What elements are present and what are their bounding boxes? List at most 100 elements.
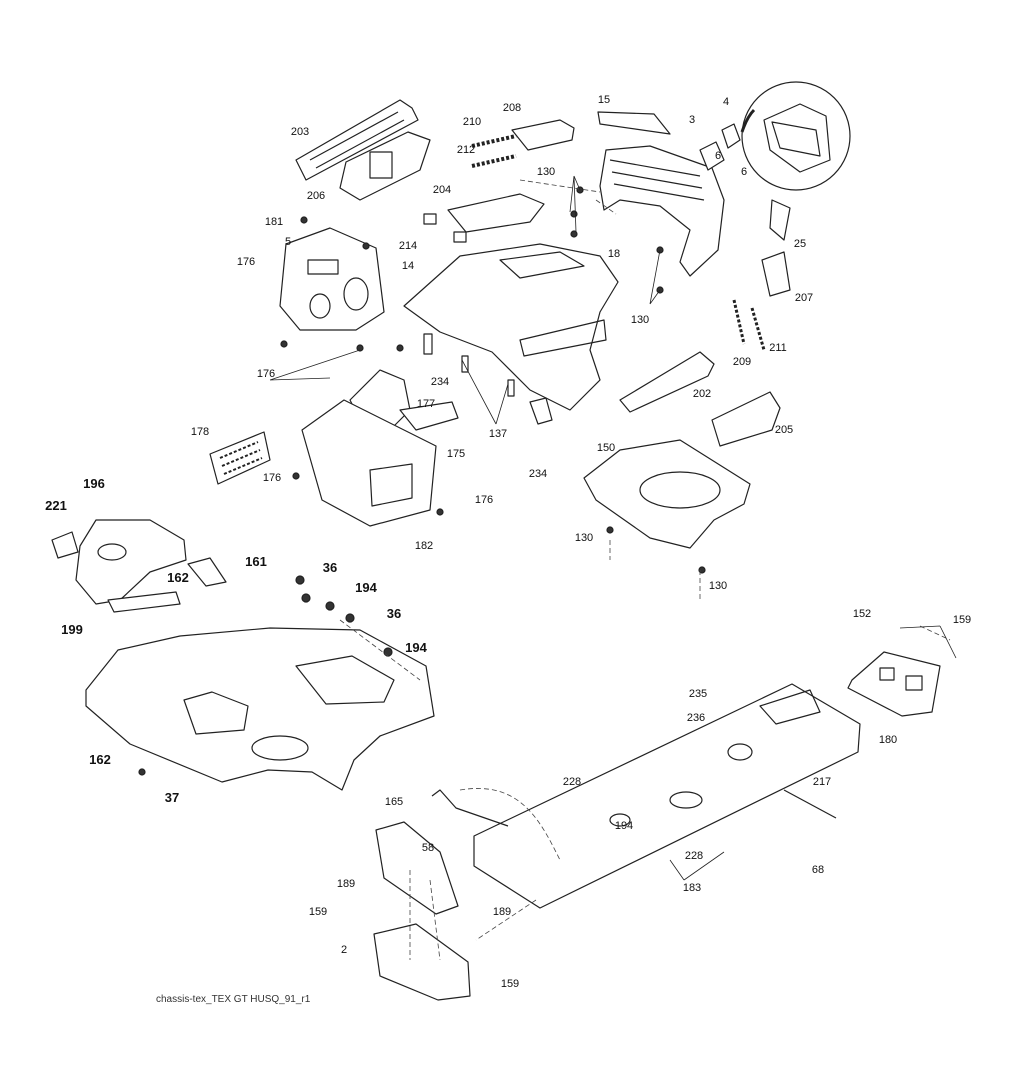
label-150: 150 xyxy=(596,442,616,454)
drawing-caption: chassis-tex_TEX GT HUSQ_91_r1 xyxy=(156,994,311,1005)
part-203-grille-strip xyxy=(295,99,419,181)
label-152: 152 xyxy=(852,608,872,620)
label-159-a: 159 xyxy=(952,614,972,626)
part-58-bracket xyxy=(375,821,459,915)
label-210: 210 xyxy=(462,116,482,128)
part-137-b xyxy=(507,379,515,397)
solid-leaders xyxy=(269,175,957,881)
label-176-b: 176 xyxy=(256,368,276,380)
label-205: 205 xyxy=(774,424,794,436)
label-194-b: 194 xyxy=(405,640,427,655)
label-177: 177 xyxy=(416,398,436,410)
label-196: 196 xyxy=(83,476,105,491)
part-25 xyxy=(769,199,791,241)
label-130-b: 130 xyxy=(630,314,650,326)
label-176-a: 176 xyxy=(236,256,256,268)
label-208: 208 xyxy=(502,102,522,114)
label-2: 2 xyxy=(340,944,348,956)
label-68: 68 xyxy=(811,864,825,876)
label-235: 235 xyxy=(688,688,708,700)
label-6a: 6 xyxy=(714,150,722,162)
part-178-grille-plate xyxy=(209,431,271,485)
label-162-b: 162 xyxy=(89,752,111,767)
part-234-b xyxy=(529,397,553,425)
part-15 xyxy=(597,111,671,135)
label-199: 199 xyxy=(61,622,83,637)
label-36-a: 36 xyxy=(322,560,338,575)
label-194-c: 194 xyxy=(614,820,634,832)
part-196-console xyxy=(75,519,187,605)
fasteners xyxy=(138,186,706,776)
part-14-hood xyxy=(403,243,619,411)
label-36-b: 36 xyxy=(386,606,402,621)
part-137-a xyxy=(461,355,469,373)
label-180: 180 xyxy=(878,734,898,746)
label-18: 18 xyxy=(607,248,621,260)
part-209-211-strips xyxy=(732,299,766,351)
label-236: 236 xyxy=(686,712,706,724)
part-161 xyxy=(187,557,227,587)
label-234-b: 234 xyxy=(528,468,548,480)
label-228-a: 228 xyxy=(562,776,582,788)
part-204-cover xyxy=(447,193,545,233)
label-189-b: 189 xyxy=(492,906,512,918)
label-221: 221 xyxy=(45,498,67,513)
label-183: 183 xyxy=(682,882,702,894)
label-209: 209 xyxy=(732,356,752,368)
label-212: 212 xyxy=(456,144,476,156)
part-165-rod xyxy=(431,789,509,827)
label-58: 58 xyxy=(421,842,435,854)
part-202-grille xyxy=(619,351,715,413)
label-130-a: 130 xyxy=(536,166,556,178)
part-4 xyxy=(721,123,741,149)
label-159-b: 159 xyxy=(308,906,328,918)
label-130-c: 130 xyxy=(574,532,594,544)
part-208 xyxy=(511,119,575,151)
part-234-a xyxy=(423,333,433,355)
label-176-c: 176 xyxy=(262,472,282,484)
part-221 xyxy=(51,531,79,559)
part-199 xyxy=(107,591,181,613)
label-206: 206 xyxy=(306,190,326,202)
part-214-clip-a xyxy=(423,213,437,225)
label-3: 3 xyxy=(688,114,696,126)
label-162-a: 162 xyxy=(167,570,189,585)
part-182-firewall xyxy=(301,399,437,527)
label-178: 178 xyxy=(190,426,210,438)
label-176-d: 176 xyxy=(474,494,494,506)
part-175-bracket xyxy=(399,401,459,431)
label-4: 4 xyxy=(722,96,730,108)
label-228-b: 228 xyxy=(684,850,704,862)
label-189-a: 189 xyxy=(336,878,356,890)
label-25: 25 xyxy=(793,238,807,250)
part-152-rear-bracket xyxy=(847,651,941,717)
part-206-bracket xyxy=(339,131,431,201)
part-205 xyxy=(711,391,781,447)
label-234-a: 234 xyxy=(430,376,450,388)
leader-lines xyxy=(339,179,951,961)
part-3 xyxy=(699,141,725,171)
label-214: 214 xyxy=(398,240,418,252)
label-194-a: 194 xyxy=(355,580,377,595)
label-165: 165 xyxy=(384,796,404,808)
label-217: 217 xyxy=(812,776,832,788)
label-207: 207 xyxy=(794,292,814,304)
part-217-rod xyxy=(783,789,837,819)
label-181: 181 xyxy=(264,216,284,228)
part-214-clip-b xyxy=(453,231,467,243)
label-159-c: 159 xyxy=(500,978,520,990)
label-6b: 6 xyxy=(740,166,748,178)
part-37-fender xyxy=(85,627,435,791)
label-37: 37 xyxy=(164,790,180,805)
part-150-floor xyxy=(583,439,751,549)
label-130-d: 130 xyxy=(708,580,728,592)
part-207 xyxy=(761,251,791,297)
label-203: 203 xyxy=(290,126,310,138)
label-182: 182 xyxy=(414,540,434,552)
label-175: 175 xyxy=(446,448,466,460)
label-204: 204 xyxy=(432,184,452,196)
label-202: 202 xyxy=(692,388,712,400)
label-14: 14 xyxy=(401,260,415,272)
